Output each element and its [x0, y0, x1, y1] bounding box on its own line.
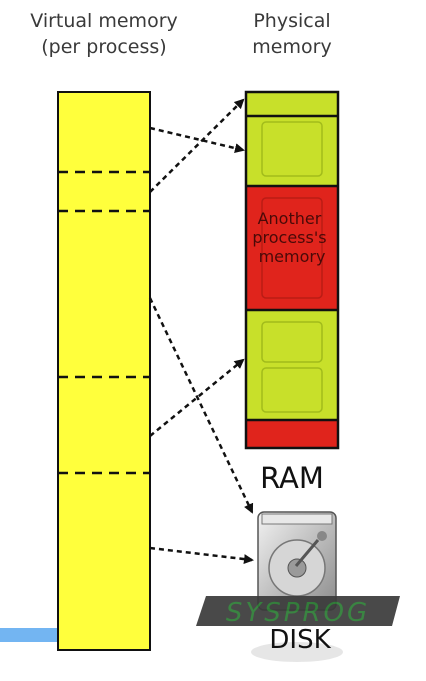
ram-label: RAM: [260, 461, 324, 495]
sysprog-watermark: SYSPROG: [196, 596, 400, 628]
ram-block: [244, 90, 340, 450]
virtual-page-dividers: [58, 170, 150, 475]
arrow-page5-to-disk: [149, 546, 254, 565]
arrow-page4-to-ram: [149, 358, 245, 437]
mapping-arrows: [148, 98, 254, 565]
virtual-memory-header: Virtual memory (per process): [30, 10, 178, 58]
arrow-page1-to-ram: [149, 126, 245, 154]
ram-frame-red-bottom: [246, 420, 338, 448]
arrow-page2-to-ram: [149, 98, 245, 193]
other-process-label: Another process's memory: [252, 209, 331, 266]
disk-label: DISK: [269, 625, 331, 655]
physical-memory-header: Physical memory: [252, 10, 332, 58]
hard-disk-icon: [251, 511, 343, 662]
ram-frame-green-bottom: [246, 310, 338, 420]
svg-text:SYSPROG: SYSPROG: [226, 598, 370, 628]
ram-frame-green-top: [246, 92, 338, 186]
arrow-page3-to-disk: [148, 297, 254, 514]
virtual-memory-block: [57, 91, 151, 651]
